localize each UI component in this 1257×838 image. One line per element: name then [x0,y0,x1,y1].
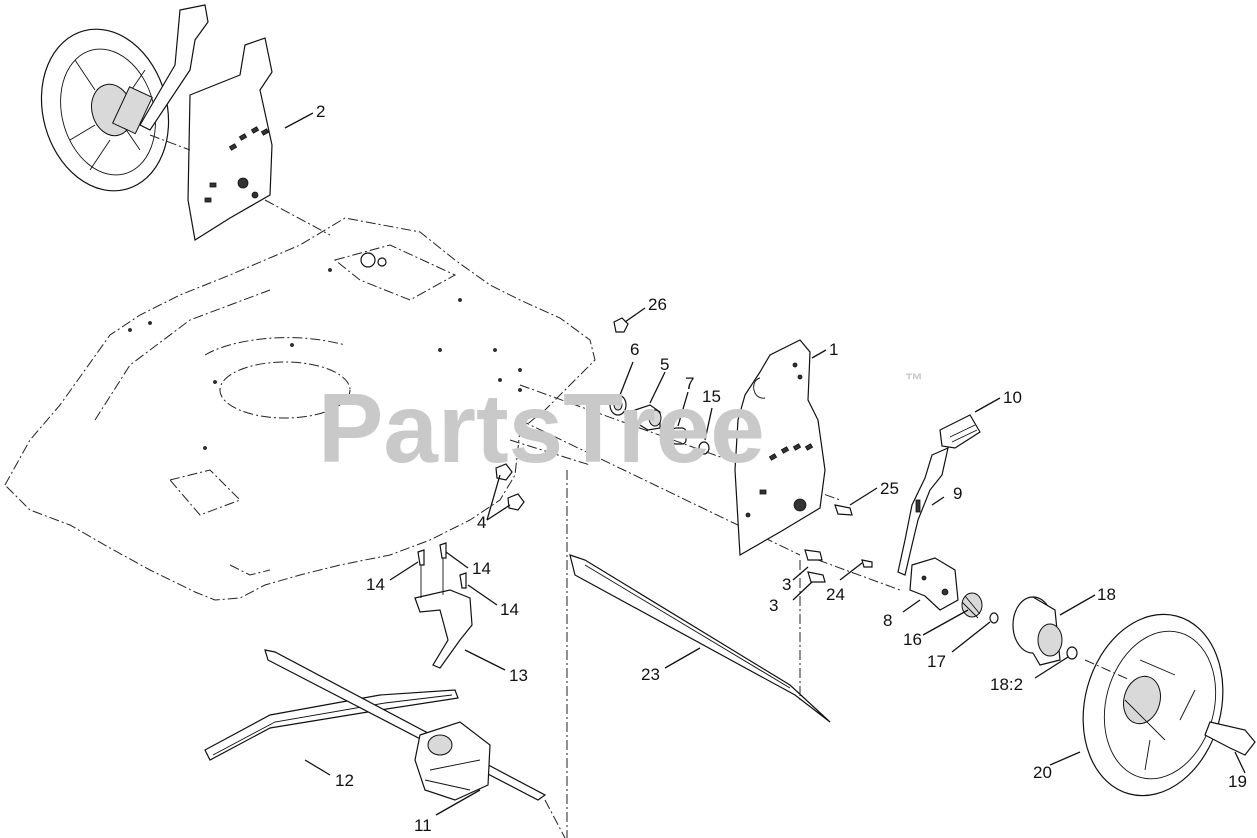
part-13-bracket [414,542,473,669]
callout-18-2: 18:2 [990,675,1023,694]
bolts-right [804,504,901,591]
callout-15: 15 [702,387,721,406]
callout-9: 9 [953,484,962,503]
part-1-plate-right [734,339,826,557]
callout-11: 11 [414,816,432,835]
callout-7: 7 [685,374,694,393]
axle-hardware [509,317,841,556]
callout-4: 4 [477,513,486,532]
callout-24: 24 [826,585,845,604]
part-11-12-drive [204,649,566,838]
part-23-blade [566,470,831,838]
rear-wheel-left [40,4,209,192]
leader-lines [284,112,1246,816]
callout-3b: 3 [769,596,778,615]
callout-5: 5 [660,355,669,374]
callout-13: 13 [509,666,528,685]
part-2-plate-left [149,37,331,241]
callout-10: 10 [1003,388,1022,407]
part-18-hubcap [1012,596,1078,666]
watermark-brand: PartsTree [318,373,765,483]
callout-8: 8 [883,611,892,630]
mower-deck-outline [4,217,596,601]
callout-26: 26 [648,295,667,314]
callout-19: 19 [1228,772,1247,791]
part-20-wheel [1082,613,1256,797]
callout-25: 25 [880,479,899,498]
callout-14a: 14 [366,575,385,594]
callout-labels: 1 2 3 3 4 5 6 7 8 9 10 11 12 13 14 14 14… [316,102,1247,835]
callout-6: 6 [630,340,639,359]
watermark-trademark: ™ [905,370,923,390]
callout-12: 12 [335,771,354,790]
callout-1: 1 [829,340,838,359]
callout-2: 2 [316,102,325,121]
part-9-lever [897,414,981,576]
callout-18: 18 [1097,585,1116,604]
callout-23: 23 [641,665,660,684]
callout-16: 16 [903,630,922,649]
callout-3a: 3 [782,575,791,594]
callout-20: 20 [1033,763,1052,782]
callout-14c: 14 [500,600,519,619]
callout-14b: 14 [472,559,491,578]
callout-17: 17 [927,652,946,671]
part-8-bracket [909,557,999,624]
